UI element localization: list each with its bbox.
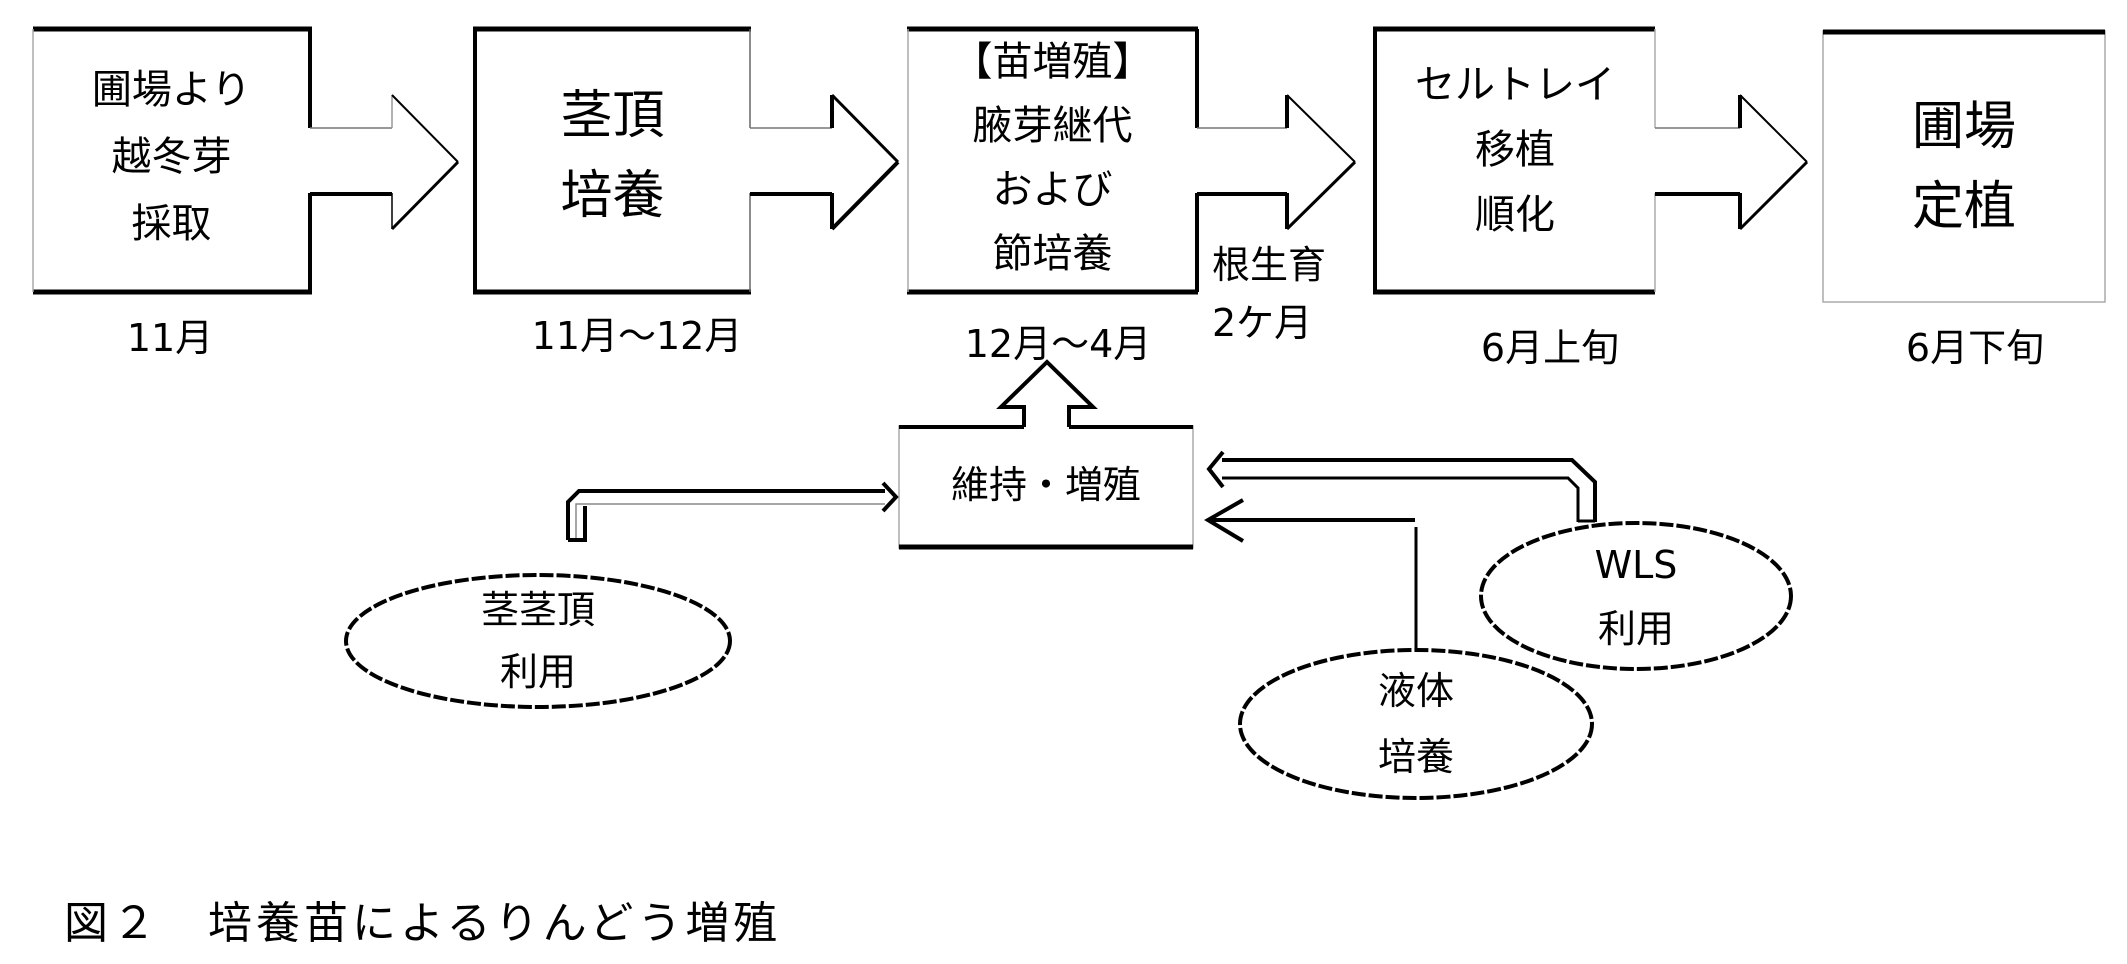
arrow-up <box>996 359 1098 427</box>
arrow-from-wls <box>1206 450 1597 523</box>
period-label-cell-tray: 6月上旬 <box>1480 326 1620 370</box>
step-text-field-planting: 圃場 定植 <box>1911 96 2016 237</box>
step-box-field-collection <box>32 26 312 295</box>
figure-caption: 図２ 培養苗によるりんどう増殖 <box>64 898 782 949</box>
source-text-liquid-culture: 液体 培養 <box>1377 669 1454 779</box>
step-text-seedling-propagation: 【苗増殖】 腋芽継代 および 節培養 <box>952 38 1153 277</box>
source-text-wls: WLS 利用 <box>1594 542 1678 651</box>
step-text-cell-tray: セルトレイ 移植 順化 <box>1415 62 1615 238</box>
source-text-stem-tip: 茎茎頂 利用 <box>480 588 595 694</box>
maintenance-box <box>898 425 1194 550</box>
period-label-field-collection: 11月 <box>126 316 214 360</box>
step-box-cell-tray <box>1373 26 1656 295</box>
arrow-right-2 <box>750 93 900 231</box>
step-text-field-collection: 圃場より 越冬芽 採取 <box>91 67 252 247</box>
arrow-right-1 <box>310 94 460 231</box>
step-box-shoot-tip-culture <box>473 26 751 295</box>
arrow-right-3 <box>1197 94 1357 231</box>
source-ellipse-liquid-culture <box>1238 648 1594 800</box>
source-ellipse-wls <box>1479 521 1793 671</box>
step-box-seedling-propagation <box>907 26 1199 295</box>
arrow-from-liquid-culture <box>1204 498 1418 651</box>
arrow-from-stem-tip <box>566 481 899 542</box>
period-label-seedling-propagation: 12月〜4月 <box>964 322 1152 366</box>
root-growth-note: 根生育 2ケ月 <box>1212 243 1327 345</box>
period-label-field-planting: 6月下旬 <box>1905 326 2045 370</box>
arrow-right-4 <box>1655 94 1809 231</box>
period-label-shoot-tip-culture: 11月〜12月 <box>531 314 743 358</box>
maintenance-box-label: 維持・増殖 <box>950 463 1141 507</box>
step-box-field-planting <box>1822 29 2106 303</box>
step-text-shoot-tip-culture: 茎頂 培養 <box>560 85 665 226</box>
source-ellipse-stem-tip <box>344 573 732 709</box>
